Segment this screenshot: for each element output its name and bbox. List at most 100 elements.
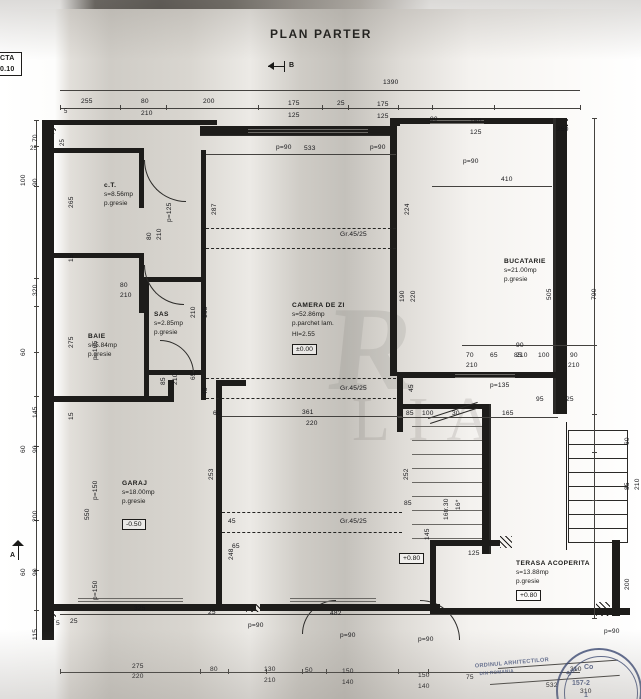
dim-left-100: 100: [20, 174, 27, 186]
dim-top-overall: 1390: [383, 79, 399, 86]
dim-inner-15: 15: [68, 254, 75, 262]
beam-line-4: [206, 398, 396, 399]
wall-garage-north: [54, 396, 174, 402]
dim-inner-533: 533: [304, 145, 316, 152]
beam-line-5: [222, 512, 402, 513]
dim-bot-25: 25: [208, 609, 216, 616]
dim-inner-210c: 210: [172, 373, 179, 385]
dim-top-9: 250: [557, 126, 569, 133]
dim-top-2b: 210: [141, 110, 153, 117]
beam-label-1: Gr.45/25: [340, 231, 367, 238]
beam-line-2: [206, 248, 396, 249]
dim-inner-125: 125: [468, 550, 480, 557]
page-title: PLAN PARTER: [270, 27, 373, 41]
dim-inner-165b: 165: [502, 410, 514, 417]
window-kitchen-north-1: [430, 120, 484, 121]
column-terrace-se: [596, 602, 610, 616]
dim-inner-190: 190: [399, 290, 406, 302]
level-terasa: +0.80: [516, 590, 542, 601]
dim-inner-85c: 85: [404, 500, 412, 507]
dim-inner-210b: 210: [120, 292, 132, 299]
wall-terrace-west: [430, 540, 436, 614]
dim-inner-253: 253: [208, 468, 215, 480]
dim-corner-5: 5: [56, 620, 60, 627]
section-b-label: B: [289, 62, 295, 69]
parapet-label-9: p=90: [340, 632, 356, 639]
dim-bot-325: 325: [134, 605, 146, 612]
dim-inner-265: 265: [68, 196, 75, 208]
wall-ct-east: [139, 148, 144, 208]
dim-bot2-220: 220: [132, 673, 144, 680]
dim-inner-65: 65: [190, 372, 197, 380]
wall-north-living-edge: [200, 135, 390, 136]
dim-small-tl-3: 5: [48, 146, 52, 152]
dim-top-7: 80: [430, 116, 438, 123]
dim-inner-210: 210: [156, 228, 163, 240]
wall-sas-west: [144, 277, 149, 397]
dim-inner-145b: 145: [424, 528, 431, 540]
dim-inner-275: 275: [68, 336, 75, 348]
dim-inner-550: 550: [84, 508, 91, 520]
dim-inner-361: 361: [302, 409, 314, 416]
window-north-living-2: [248, 132, 368, 133]
wall-south-mid: [216, 604, 256, 611]
stairs-exterior-edge: [566, 422, 567, 550]
beam-line-1: [206, 228, 396, 229]
dim-corner-25: 25: [70, 618, 78, 625]
wall-exterior-west: [42, 120, 54, 640]
window-kitchen-north-2: [430, 123, 484, 124]
dim-kit-100: 100: [538, 352, 550, 359]
parapet-label-10: p=90: [418, 636, 434, 643]
beam-label-2: Gr.45/25: [340, 385, 367, 392]
dim-inner-45: 45: [202, 387, 209, 395]
dim-left-145: 145: [32, 406, 39, 418]
wall-ct-north: [54, 148, 144, 153]
dimline-right-chain: [594, 118, 595, 618]
window-north-living-1: [248, 129, 368, 130]
window-south-living-1: [290, 598, 376, 599]
dim-kit-210: 210: [466, 362, 478, 369]
corner-note-cta: CTA: [0, 55, 15, 62]
dim-right-210: 210: [634, 478, 641, 490]
parapet-label-4: p=135: [490, 382, 510, 389]
window-kitchen-south-1: [455, 374, 515, 375]
dim-bot2-210: 210: [264, 677, 276, 684]
dim-inner-410: 410: [501, 176, 513, 183]
dim-left-60c: 60: [20, 568, 27, 576]
column-north-west: [42, 120, 56, 134]
dim-left-70: 70: [32, 134, 39, 142]
dim-inner-65b: 65: [232, 543, 240, 550]
dim-bot2-50: 50: [305, 667, 313, 674]
dim-left-90: 90: [32, 178, 39, 186]
scan-edge: [0, 0, 641, 9]
parapet-label-1: p=90: [276, 144, 292, 151]
wall-hall-north: [397, 404, 487, 409]
dim-inner-220b: 220: [410, 290, 417, 302]
wall-terrace-north: [430, 540, 500, 546]
dimline-top-overall: [60, 90, 580, 91]
dim-bot2-150: 150: [342, 668, 354, 675]
garage-door-line-1: [78, 598, 183, 599]
beam-line-6: [222, 532, 402, 533]
dim-left-60b: 60: [20, 445, 27, 453]
dim-bot-482: 482: [330, 610, 342, 617]
parapet-label-11: p=90: [248, 622, 264, 629]
wall-north-living: [200, 126, 390, 135]
beam-line-3: [206, 378, 396, 379]
wall-exterior-east-upper: [556, 118, 567, 414]
parapet-label-3: p=90: [463, 158, 479, 165]
dim-bot2-150b: 150: [418, 672, 430, 679]
column-terrace-n: [500, 536, 512, 548]
dim-inner-80b: 80: [120, 282, 128, 289]
dim-right-200: 200: [624, 578, 631, 590]
window-south-living-2: [290, 601, 376, 602]
dim-top-5: 25: [337, 100, 345, 107]
parapet-label-6: p=165: [92, 340, 99, 360]
stamp-inner-ring: [564, 656, 638, 699]
column-south-1: [246, 604, 260, 612]
dim-inner-30: 30: [452, 410, 460, 417]
dim-top-3: 200: [203, 98, 215, 105]
stair-treads-label: 16tr.30: [443, 498, 450, 520]
stair-riser-label: 16*: [455, 499, 462, 510]
